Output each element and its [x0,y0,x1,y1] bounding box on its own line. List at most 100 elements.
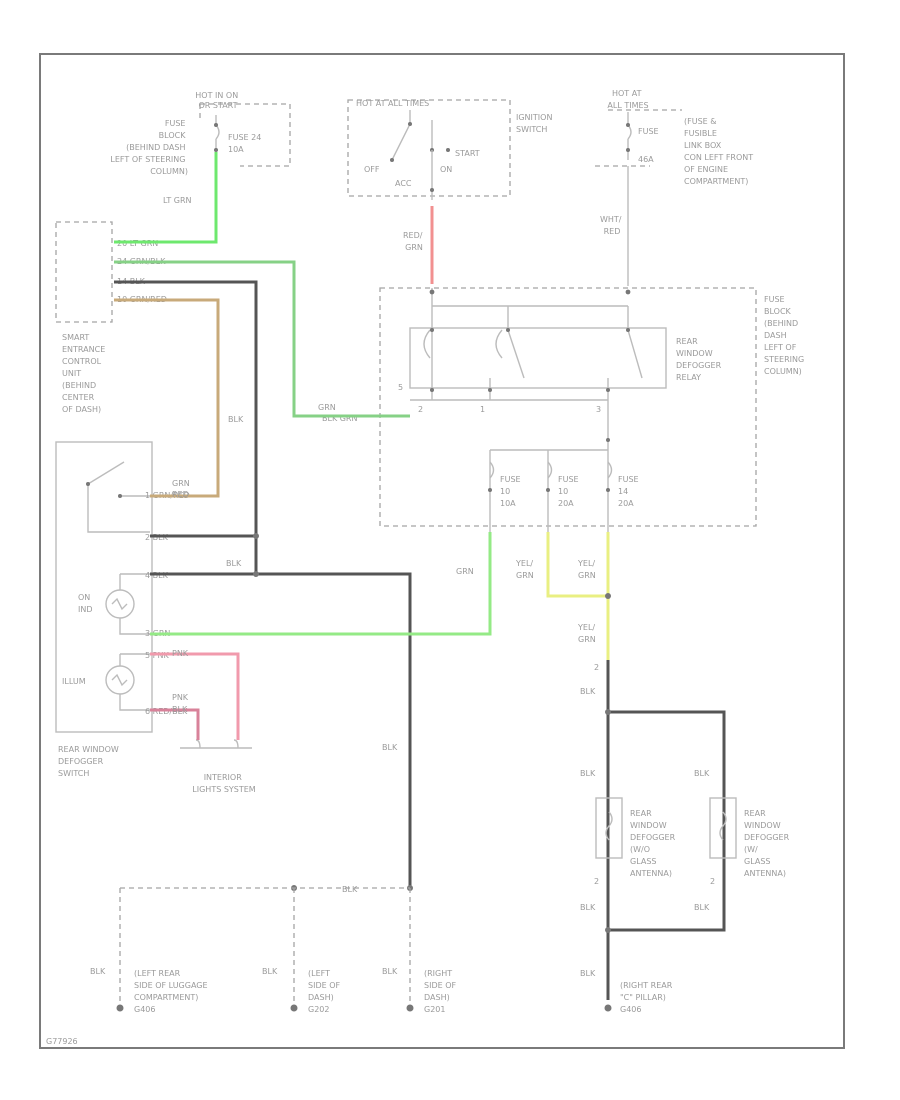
relay-fuse-block-label: FUSE BLOCK (BEHIND DASH LEFT OF STEERING… [764,295,807,376]
illum-label: ILLUM [62,677,86,686]
interior-lights-label: INTERIOR LIGHTS SYSTEM [192,773,256,794]
wire-grn-fuse [150,532,492,636]
wire-label-blk-right-1: BLK [580,687,596,696]
hot-all-times-right-label: HOT AT ALL TIMES [607,89,648,110]
junction-dot [605,927,611,933]
wire-label-blk-ground: BLK [342,885,358,894]
ground-g406-pillar: (RIGHT REAR "C" PILLAR) G406 [604,981,675,1014]
wire-grn-blk [114,260,410,418]
wire-label-pnk: PNK [172,649,189,658]
wire-label-blk-right-5: BLK [580,903,596,912]
fuse-fusible-label: FUSE 46A [638,127,661,164]
relay-pin-1: 1 [480,405,485,414]
wire-blk-switch-4 [150,572,412,888]
fuse-block-top-left: HOT IN ON OR START FUSE BLOCK (BEHIND DA… [110,91,291,205]
on-ind-label: ON IND [78,593,93,614]
wire-label-grn-fuse: GRN [456,567,474,576]
ign-off: OFF [364,165,380,174]
ground-3-label: (RIGHT SIDE OF DASH) G201 [424,969,459,1014]
fusible-link-box: HOT AT ALL TIMES FUSE 46A (FUSE & FUSIBL… [595,89,753,236]
ground-blk-3: BLK [382,967,398,976]
terminal-dot [606,388,610,392]
junction-dot [253,571,259,577]
relay-pin-2: 2 [418,405,423,414]
junction-dot [605,709,611,715]
pin-2-top: 2 [594,663,599,672]
wire-blk-secu [114,280,258,574]
relay-label: REAR WINDOW DEFOGGER RELAY [676,337,724,382]
wire-label-blk-right-2: BLK [580,769,596,778]
ground-g201: BLK (RIGHT SIDE OF DASH) G201 [382,967,459,1014]
wire-label-yel-grn-1: YEL/ GRN [515,559,536,580]
rear-window-defogger-switch: ON IND ILLUM 1 GRN/RED 2 BLK 4 BLK 3 GRN… [55,441,190,778]
terminal-dot [506,328,510,332]
fuse-20a-b: FUSE 14 20A [618,475,641,508]
defogger-right-label: REAR WINDOW DEFOGGER (W/ GLASS ANTENNA) [744,809,792,878]
terminal-dot [430,388,434,392]
ignition-switch: HOT AT ALL TIMES IGNITION SWITCH OFF ON … [347,99,555,200]
defogger-with-antenna: REAR WINDOW DEFOGGER (W/ GLASS ANTENNA) … [694,797,792,912]
terminal-dot [606,438,610,442]
terminal-dot [118,494,122,498]
ground-1-label: (LEFT REAR SIDE OF LUGGAGE COMPARTMENT) … [134,969,210,1014]
terminal-dot [214,123,218,127]
fuse-10a: FUSE 10 10A [500,475,523,508]
hot-all-times-label: HOT AT ALL TIMES [356,99,429,108]
fuse-24-label: FUSE 24 10A [228,133,264,154]
wire-yel-grn-a [546,532,608,598]
ground-g202: BLK (LEFT SIDE OF DASH) G202 [262,967,343,1014]
ground-4-label: (RIGHT REAR "C" PILLAR) G406 [620,981,675,1014]
terminal-dot [390,158,394,162]
wire-label-lt-grn: LT GRN [163,196,192,205]
terminal-dot [408,122,412,126]
smart-entrance-control-unit: 20 LT GRN 24 GRN/BLK 14 BLK 10 GRN/RED S… [55,221,167,414]
wire-label-pnk-blk: PNK BLK [172,693,191,714]
footer-code: G77926 [46,1037,78,1046]
pin-2-left-bottom: 2 [594,877,599,886]
defogger-left-label: REAR WINDOW DEFOGGER (W/O GLASS ANTENNA) [630,809,678,878]
relay-pin-5: 5 [398,383,403,392]
defogger-relay [409,327,667,389]
terminal-dot [430,328,434,332]
relay-pin-3: 3 [596,405,601,414]
terminal-dot [214,148,218,152]
terminal-dot [488,488,492,492]
secu-label: SMART ENTRANCE CONTROL UNIT (BEHIND CENT… [62,333,108,414]
ign-on: ON [440,165,452,174]
wire-label-blk-right-4: BLK [694,903,710,912]
ground-blk-1: BLK [90,967,106,976]
wire-lt-grn [114,152,218,244]
wire-label-blk-junction: BLK [226,559,242,568]
switch-label: REAR WINDOW DEFOGGER SWITCH [58,745,121,778]
ign-start: START [455,149,480,158]
wire-blk-defogger [606,660,726,1000]
ground-2-label: (LEFT SIDE OF DASH) G202 [308,969,343,1014]
terminal-dot [626,148,630,152]
terminal-dot [446,148,450,152]
pin-2-right-bottom: 2 [710,877,715,886]
wire-label-blk-right-6: BLK [580,969,596,978]
fuse-block-label: FUSE BLOCK (BEHIND DASH LEFT OF STEERING… [110,119,188,176]
wire-pnk-blk [150,708,200,740]
terminal-dot [488,388,492,392]
fuse-20a-a: FUSE 10 20A [558,475,581,508]
terminal-dot [546,488,550,492]
terminal-dot [626,123,630,127]
terminal-dot [626,328,630,332]
wire-label-blk-right-3: BLK [694,769,710,778]
diagram-border [39,53,845,1049]
ignition-switch-label: IGNITION SWITCH [516,113,555,134]
wire-label-blk-secu: BLK [228,415,244,424]
wire-label-grn-blk: GRN BLK GRN [318,403,357,423]
interior-lights-connector: INTERIOR LIGHTS SYSTEM [180,739,256,794]
ground-g406-luggage: BLK (LEFT REAR SIDE OF LUGGAGE COMPARTME… [90,967,210,1014]
hot-run-start-label: HOT IN ON OR START [195,91,240,110]
terminal-dot [430,188,434,192]
terminal-dot [86,482,90,486]
ground-bus [119,887,411,1004]
wire-label-red-grn: RED/ GRN [403,231,425,252]
wire-label-wht-red: WHT/ RED [600,215,624,236]
ground-blk-2: BLK [262,967,278,976]
wire-label-yel-grn-3: YEL/ GRN [577,623,598,644]
